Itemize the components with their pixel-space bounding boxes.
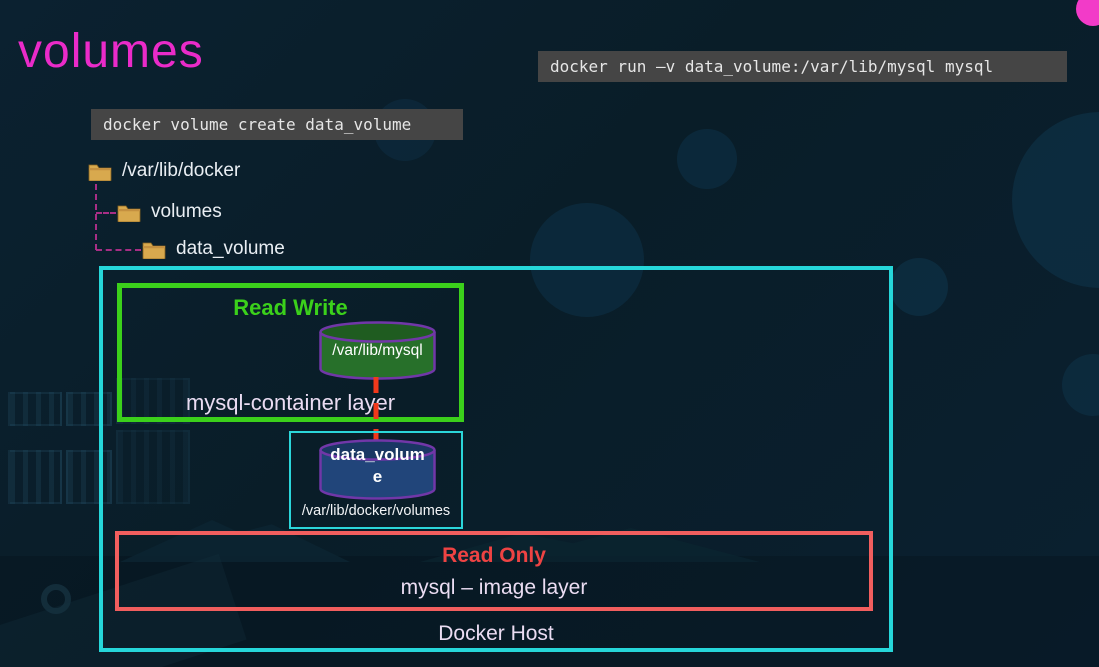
data-volume-cylinder: data_volume (318, 439, 437, 505)
tree-item-label: data_volume (176, 238, 285, 259)
docker-host-label: Docker Host (438, 622, 554, 645)
tree-item-volumes: volumes (117, 201, 222, 223)
decor-circle (890, 258, 948, 316)
docker-volume-create-command-text: docker volume create data_volume (103, 115, 412, 134)
folder-icon (142, 242, 166, 259)
tree-item-label: /var/lib/docker (122, 160, 241, 181)
volume-path-caption: /var/lib/docker/volumes (301, 503, 451, 519)
shipping-container-decor (66, 392, 112, 426)
shipping-container-decor (8, 450, 62, 504)
read-only-box: Read Only mysql – image layer (115, 531, 873, 611)
decor-circle (530, 203, 644, 317)
mysql-container-cylinder: /var/lib/mysql (318, 321, 437, 383)
folder-icon (117, 205, 141, 222)
docker-volume-create-command-box: docker volume create data_volume (91, 109, 463, 140)
tree-item-var-lib-docker: /var/lib/docker (88, 160, 240, 182)
database-cylinder-icon (319, 439, 436, 500)
volume-box (289, 431, 463, 529)
tree-connector (96, 212, 116, 214)
ring-decor (41, 584, 71, 614)
mysql-image-layer-caption: mysql – image layer (400, 576, 588, 599)
docker-run-command-box: docker run –v data_volume:/var/lib/mysql… (538, 51, 1067, 82)
tree-connector (96, 249, 141, 251)
page-title: volumes (18, 25, 204, 78)
read-write-box: Read Write (117, 283, 464, 422)
folder-icon (88, 164, 112, 181)
mysql-container-layer-caption: mysql-container layer (185, 390, 396, 415)
decor-circle (677, 129, 737, 189)
docker-run-command-text: docker run –v data_volume:/var/lib/mysql… (550, 57, 994, 76)
docker-host-box: Read Write /var/lib/mysql mysql-containe… (99, 266, 893, 652)
tree-connector (95, 184, 97, 250)
shipping-container-decor (8, 392, 62, 426)
tree-item-label: volumes (151, 201, 222, 222)
shipping-container-decor (66, 450, 112, 504)
database-cylinder-icon (319, 321, 436, 380)
volume-mount-connector (373, 377, 379, 463)
read-write-label: Read Write (233, 295, 348, 320)
data-volume-cylinder-label: data_volume (330, 445, 425, 487)
corner-dot-decor (1076, 0, 1099, 26)
mysql-container-cylinder-label: /var/lib/mysql (332, 342, 423, 359)
read-only-label: Read Only (442, 544, 546, 567)
tree-item-data-volume: data_volume (142, 238, 285, 260)
shipping-container-decor (116, 378, 190, 424)
shipping-container-decor (116, 430, 190, 504)
